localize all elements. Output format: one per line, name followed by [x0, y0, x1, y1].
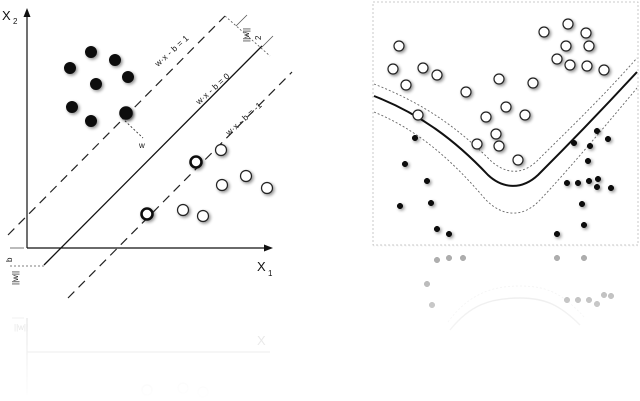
data-point-black — [553, 230, 561, 238]
data-point-white — [519, 109, 531, 121]
decision-boundary — [373, 71, 638, 187]
class-a-points-right — [396, 127, 615, 238]
data-point-black — [563, 179, 571, 187]
data-point-white — [215, 178, 229, 192]
data-point-white — [176, 203, 190, 217]
data-point-white — [417, 62, 429, 74]
data-point-white — [490, 128, 502, 140]
separating-hyperplane — [43, 45, 263, 266]
offset-numerator: b — [5, 257, 14, 262]
data-point-white — [400, 79, 412, 91]
data-point-black — [401, 160, 409, 168]
data-point-white — [527, 77, 539, 89]
axes: X 2 X 1 — [2, 8, 273, 278]
class-b-points — [176, 143, 274, 223]
x1-axis-subscript: 1 — [268, 269, 273, 278]
data-point-white — [493, 73, 505, 85]
data-point-black — [594, 175, 602, 183]
data-point-black — [593, 183, 601, 191]
data-point-black — [433, 225, 441, 233]
support-vector-point — [140, 207, 154, 221]
data-point-black — [64, 62, 76, 74]
upper-margin-line — [7, 15, 226, 236]
data-point-black — [574, 179, 582, 187]
lower-margin-line — [67, 71, 293, 299]
support-vector-point — [189, 155, 203, 169]
x1-axis-label: X — [257, 259, 266, 274]
margin-width-denominator: ||w|| — [242, 28, 251, 42]
kernel-svm-panel — [370, 1, 640, 401]
data-point-black — [593, 127, 601, 135]
data-point-black — [90, 78, 102, 90]
data-point-black — [109, 54, 121, 66]
data-point-white — [260, 181, 274, 195]
data-point-white — [412, 109, 424, 121]
data-point-black — [585, 177, 593, 185]
linear-svm-panel: X ||w|| ||w|| 2 w w·x - b = 1 w·x - b = … — [0, 8, 300, 401]
data-point-white — [393, 40, 405, 52]
data-point-black — [604, 135, 612, 143]
data-point-black — [122, 71, 134, 83]
data-point-white — [387, 63, 399, 75]
x2-axis-label: X — [2, 8, 11, 23]
data-point-black — [66, 101, 78, 113]
data-point-black — [427, 199, 435, 207]
data-point-white — [460, 86, 472, 98]
data-point-white — [493, 140, 505, 152]
data-point-white — [580, 27, 592, 39]
margin-width-numerator: 2 — [254, 35, 263, 40]
data-point-white — [471, 138, 483, 150]
margin-width-marker: ||w|| 2 — [224, 14, 274, 57]
x2-axis-subscript: 2 — [13, 17, 18, 26]
data-point-black — [85, 46, 97, 58]
support-vectors — [119, 106, 203, 221]
data-point-white — [431, 69, 443, 81]
offset-denominator: ||w|| — [11, 271, 20, 285]
data-point-white — [480, 111, 492, 123]
lower-margin-equation: w·x - b = -1 — [223, 100, 264, 138]
data-point-black — [411, 134, 419, 142]
support-vector-point — [119, 106, 133, 120]
data-point-white — [538, 26, 550, 38]
data-point-black — [570, 139, 578, 147]
right-plot-frame — [372, 1, 639, 246]
data-point-black — [586, 142, 594, 150]
class-a-points — [64, 46, 134, 127]
class-b-points-right — [387, 18, 610, 166]
data-point-black — [396, 202, 404, 210]
data-point-white — [583, 40, 595, 52]
offset-marker: b ||w|| — [5, 247, 44, 285]
data-point-black — [445, 230, 453, 238]
data-point-white — [551, 53, 563, 65]
normal-vector: w — [121, 117, 145, 150]
data-point-white — [581, 60, 593, 72]
hyperplane-equation: w·x - b = 0 — [193, 71, 232, 107]
data-point-white — [239, 169, 253, 183]
data-point-white — [512, 154, 524, 166]
data-point-black — [607, 184, 615, 192]
data-point-white — [598, 64, 610, 76]
data-point-white — [196, 209, 210, 223]
data-point-white — [214, 143, 228, 157]
data-point-black — [580, 221, 588, 229]
data-point-black — [423, 177, 431, 185]
data-point-white — [560, 40, 572, 52]
data-point-black — [85, 115, 97, 127]
data-point-black — [584, 157, 592, 165]
upper-margin-equation: w·x - b = 1 — [152, 33, 191, 69]
normal-vector-label: w — [138, 141, 145, 150]
data-point-white — [562, 18, 574, 30]
data-point-black — [578, 200, 586, 208]
data-point-white — [500, 101, 512, 113]
data-point-white — [564, 59, 576, 71]
